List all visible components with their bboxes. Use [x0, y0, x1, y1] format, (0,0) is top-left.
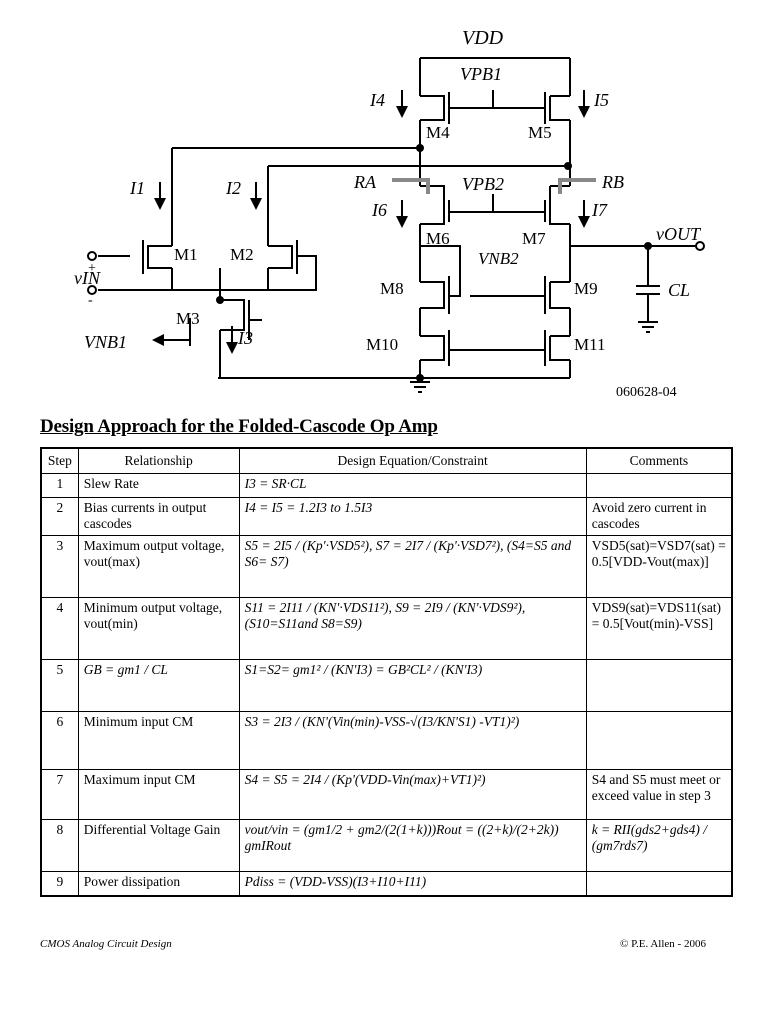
vout-label: vOUT — [656, 224, 702, 244]
vdd-label: VDD — [462, 27, 504, 49]
vnb1-label: VNB1 — [84, 332, 127, 352]
equation-cell: I3 = SR·CL — [238, 473, 587, 498]
m1-label: M1 — [174, 245, 198, 264]
step-cell: 6 — [40, 711, 79, 770]
m6-label: M6 — [426, 229, 450, 248]
step-cell: 3 — [40, 535, 79, 598]
comment-cell: k = RII(gds2+gds4) / (gm7rds7) — [585, 819, 733, 872]
design-table: Step Relationship Design Equation/Constr… — [40, 447, 733, 897]
equation-cell: S11 = 2I11 / (KN'·VDS11²), S9 = 2I9 / (K… — [238, 597, 587, 660]
step-cell: 2 — [40, 497, 79, 536]
section-heading: Design Approach for the Folded-Cascode O… — [40, 416, 438, 437]
step-cell: 1 — [40, 473, 79, 498]
equation-cell: I4 = I5 = 1.2I3 to 1.5I3 — [238, 497, 587, 536]
equation-cell: S1=S2= gm1² / (KN'I3) = GB²CL² / (KN'I3) — [238, 659, 587, 712]
col-comments-header: Comments — [585, 447, 733, 474]
vpb1-label: VPB1 — [460, 64, 502, 84]
m11-label: M11 — [574, 335, 606, 354]
col-equation-header: Design Equation/Constraint — [238, 447, 587, 474]
table-row: 4 Minimum output voltage, vout(min) S11 … — [40, 597, 733, 660]
i6-label: I6 — [371, 200, 387, 220]
step-cell: 4 — [40, 597, 79, 660]
comment-cell: S4 and S5 must meet or exceed value in s… — [585, 769, 733, 820]
equation-cell: S5 = 2I5 / (Kp'·VSD5²), S7 = 2I7 / (Kp'·… — [238, 535, 587, 598]
folded-cascode-schematic: VDD VPB1 I4 I5 M4 M5 RA RB VPB2 I6 I7 M6… — [74, 27, 705, 400]
relationship-cell: Differential Voltage Gain — [77, 819, 240, 872]
i4-label: I4 — [369, 90, 385, 110]
relationship-cell: Minimum input CM — [77, 711, 240, 770]
footer-course-title: CMOS Analog Circuit Design — [40, 938, 172, 950]
ra-label: RA — [353, 172, 377, 192]
equation-cell: S4 = S5 = 2I4 / (Kp'(VDD-Vin(max)+VT1)²) — [238, 769, 587, 820]
comment-cell — [585, 871, 733, 896]
m4-label: M4 — [426, 123, 450, 142]
m2-label: M2 — [230, 245, 254, 264]
i3-label: I3 — [237, 328, 253, 348]
table-row: 3 Maximum output voltage, vout(max) S5 =… — [40, 535, 733, 598]
table-header-row: Step Relationship Design Equation/Constr… — [40, 447, 733, 474]
comment-cell: VSD5(sat)=VSD7(sat) = 0.5[VDD-Vout(max)] — [585, 535, 733, 598]
step-cell: 9 — [40, 871, 79, 896]
vin-plus-label: + — [88, 261, 96, 276]
m3-label: M3 — [176, 309, 200, 328]
rb-label: RB — [601, 172, 624, 192]
i5-label: I5 — [593, 90, 609, 110]
vin-label: vIN — [74, 268, 101, 288]
relationship-cell: Maximum output voltage, vout(max) — [77, 535, 240, 598]
comment-cell — [585, 473, 733, 498]
vnb2-label: VNB2 — [478, 249, 519, 268]
relationship-cell: Minimum output voltage, vout(min) — [77, 597, 240, 660]
i2-label: I2 — [225, 178, 241, 198]
vin-minus-label: - — [88, 293, 93, 308]
m10-label: M10 — [366, 335, 398, 354]
relationship-cell: Slew Rate — [77, 473, 240, 498]
m5-label: M5 — [528, 123, 552, 142]
table-row: 1 Slew Rate I3 = SR·CL — [40, 473, 733, 498]
table-row: 8 Differential Voltage Gain vout/vin = (… — [40, 819, 733, 872]
figure-id: 060628-04 — [616, 385, 677, 400]
cl-label: CL — [668, 280, 690, 300]
table-row: 2 Bias currents in output cascodes I4 = … — [40, 497, 733, 536]
equation-cell: vout/vin = (gm1/2 + gm2/(2(1+k)))Rout = … — [238, 819, 587, 872]
relationship-cell: Power dissipation — [77, 871, 240, 896]
relationship-cell: GB = gm1 / CL — [77, 659, 240, 712]
comment-cell: Avoid zero current in cascodes — [585, 497, 733, 536]
comment-cell — [585, 711, 733, 770]
step-cell: 8 — [40, 819, 79, 872]
relationship-cell: Maximum input CM — [77, 769, 240, 820]
m9-label: M9 — [574, 279, 598, 298]
table-row: 7 Maximum input CM S4 = S5 = 2I4 / (Kp'(… — [40, 769, 733, 820]
m7-label: M7 — [522, 229, 546, 248]
col-relationship-header: Relationship — [77, 447, 240, 474]
col-step-header: Step — [40, 447, 79, 474]
table-row: 5 GB = gm1 / CL S1=S2= gm1² / (KN'I3) = … — [40, 659, 733, 712]
equation-cell: S3 = 2I3 / (KN'(Vin(min)-VSS-√(I3/KN'S1)… — [238, 711, 587, 770]
step-cell: 7 — [40, 769, 79, 820]
comment-cell: VDS9(sat)=VDS11(sat) = 0.5[Vout(min)-VSS… — [585, 597, 733, 660]
table-row: 9 Power dissipation Pdiss = (VDD-VSS)(I3… — [40, 871, 733, 896]
i1-label: I1 — [129, 178, 145, 198]
step-cell: 5 — [40, 659, 79, 712]
m8-label: M8 — [380, 279, 404, 298]
footer-copyright: © P.E. Allen - 2006 — [620, 938, 706, 950]
equation-cell: Pdiss = (VDD-VSS)(I3+I10+I11) — [238, 871, 587, 896]
comment-cell — [585, 659, 733, 712]
i7-label: I7 — [591, 200, 608, 220]
vpb2-label: VPB2 — [462, 174, 504, 194]
relationship-cell: Bias currents in output cascodes — [77, 497, 240, 536]
table-row: 6 Minimum input CM S3 = 2I3 / (KN'(Vin(m… — [40, 711, 733, 770]
